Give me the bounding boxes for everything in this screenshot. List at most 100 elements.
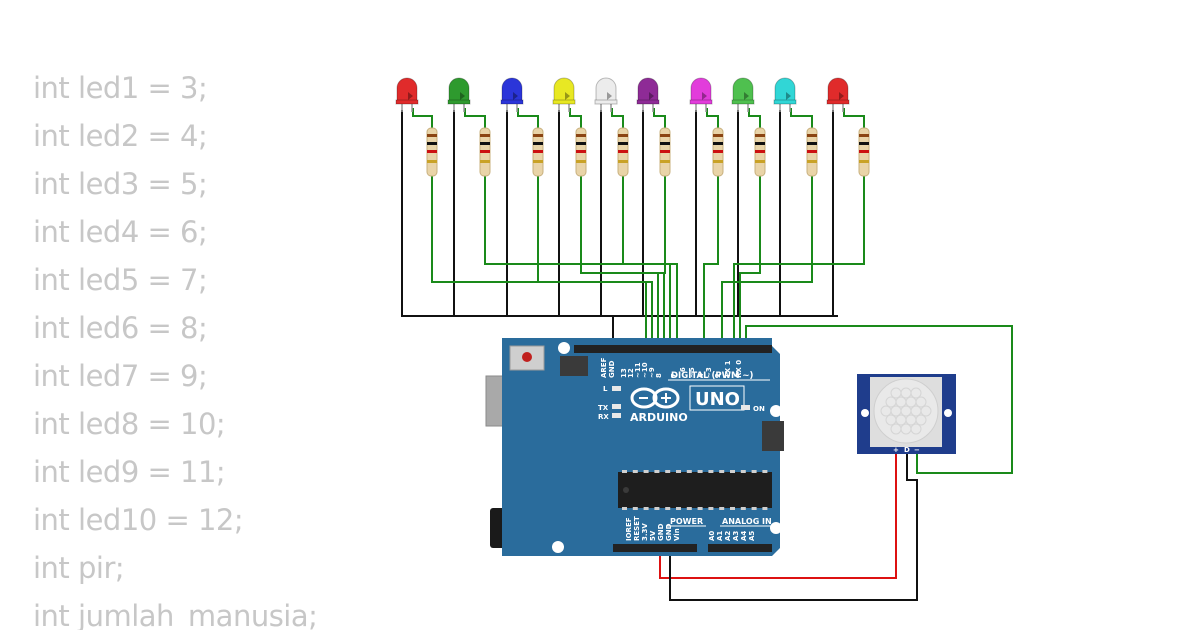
code-line: int led10 = 12; — [33, 503, 244, 537]
pir-signal-wire — [745, 325, 1013, 474]
power-pin-label: 3.3V — [641, 523, 649, 541]
ground-wire — [600, 110, 606, 317]
code-line: int jumlah_manusia; — [33, 599, 318, 630]
resistor-9 — [806, 127, 818, 177]
mount-hole — [861, 409, 869, 417]
pir-pin-label-plus: + — [893, 446, 899, 454]
pir-pin-label-minus: − — [914, 446, 920, 454]
power-pin-label: IOREF — [625, 517, 633, 541]
analog-pin-label: A1 — [716, 531, 724, 541]
code-line: int led9 = 11; — [33, 455, 226, 489]
mount-hole — [944, 409, 952, 417]
led-resistor-wire — [706, 108, 719, 128]
led-2 — [447, 77, 471, 112]
digital-pin-label: ~10 — [641, 362, 649, 378]
ground-wire — [695, 110, 701, 317]
resistor-2 — [479, 127, 491, 177]
chip-pins — [622, 470, 768, 510]
code-line: int led4 = 6; — [33, 215, 208, 249]
led-resistor-wire — [569, 108, 582, 128]
mount-hole — [770, 522, 782, 534]
led-resistor-wire — [653, 108, 666, 128]
resistor-5 — [617, 127, 629, 177]
signal-wire — [739, 176, 761, 345]
power-label: POWER — [670, 517, 703, 526]
digital-pin-label: ~6 — [679, 367, 687, 378]
leds — [395, 77, 850, 112]
code-line: int led1 = 3; — [33, 71, 208, 105]
led-1 — [395, 77, 419, 112]
pir-lens-dome — [873, 378, 939, 444]
digital-pin-label: 7 — [670, 373, 678, 378]
resistor-8 — [754, 127, 766, 177]
code-line: int pir; — [33, 551, 125, 585]
digital-pin-label: 13 — [620, 368, 628, 378]
power-pin-label: RESET — [633, 516, 641, 541]
digital-pin-label: 12 — [627, 368, 635, 378]
on-led — [741, 405, 750, 410]
resistors — [426, 127, 870, 177]
analog-pin-label: A0 — [708, 531, 716, 541]
pir-ground-wire — [669, 450, 918, 601]
reset-button[interactable] — [522, 352, 532, 362]
digital-header — [574, 345, 772, 353]
digital-pin-label: ~5 — [688, 367, 696, 378]
pir-sensor: + D − — [857, 374, 956, 454]
digital-label: DIGITAL (PWM ~) — [671, 371, 753, 381]
wires — [401, 108, 1013, 601]
mount-hole — [558, 342, 570, 354]
led-7 — [689, 77, 713, 112]
l-led — [612, 386, 621, 391]
mount-hole — [552, 541, 564, 553]
code-line: int led2 = 4; — [33, 119, 208, 153]
digital-pin-label: ~11 — [634, 362, 642, 378]
pir-lens-grid — [880, 387, 932, 435]
code-panel: int led1 = 3; int led2 = 4; int led3 = 5; i… — [33, 68, 373, 630]
resistor-4 — [575, 127, 587, 177]
signal-wire — [484, 176, 671, 345]
arduino-brand: ARDUINO — [630, 411, 688, 424]
code-line: int led7 = 9; — [33, 359, 208, 393]
icsp-header-right — [762, 421, 784, 451]
code-line: int led3 = 5; — [33, 167, 208, 201]
ground-wire — [453, 110, 459, 317]
pir-power-wire — [659, 450, 897, 579]
signal-wire — [622, 176, 678, 345]
power-pin-label: GND — [657, 523, 665, 541]
led-resistor-wire — [517, 108, 539, 128]
code-line: int led8 = 10; — [33, 407, 226, 441]
tx-led — [612, 404, 621, 409]
analog-pin-label: A3 — [732, 531, 740, 541]
ground-wire — [401, 110, 407, 317]
led-6 — [636, 77, 660, 112]
ground-wire — [779, 110, 785, 317]
analog-label: ANALOG IN — [722, 517, 772, 526]
components — [395, 77, 870, 177]
digital-pin-label: 2 — [714, 373, 722, 378]
analog-pin-label: A5 — [748, 531, 756, 541]
led-9 — [773, 77, 797, 112]
signal-wire — [733, 176, 865, 345]
digital-pin-label: ~9 — [648, 367, 656, 378]
led-10 — [826, 77, 850, 112]
led-5 — [594, 77, 618, 112]
mount-hole — [770, 405, 782, 417]
digital-pin-label: ~3 — [705, 367, 713, 378]
analog-pin-label: A2 — [724, 531, 732, 541]
resistor-10 — [858, 127, 870, 177]
resistor-6 — [659, 127, 671, 177]
analog-header — [708, 544, 772, 552]
tx-led-label: TX — [598, 404, 609, 412]
icsp-header-left — [560, 356, 588, 376]
uno-label: UNO — [695, 389, 740, 410]
digital-pin-label: 4 — [697, 373, 705, 378]
signal-wire — [431, 176, 653, 345]
digital-pin-label: AREF — [600, 357, 608, 378]
resistor-3 — [532, 127, 544, 177]
signal-wire — [537, 176, 647, 345]
signal-wire — [703, 176, 719, 345]
led-resistor-wire — [790, 108, 813, 128]
